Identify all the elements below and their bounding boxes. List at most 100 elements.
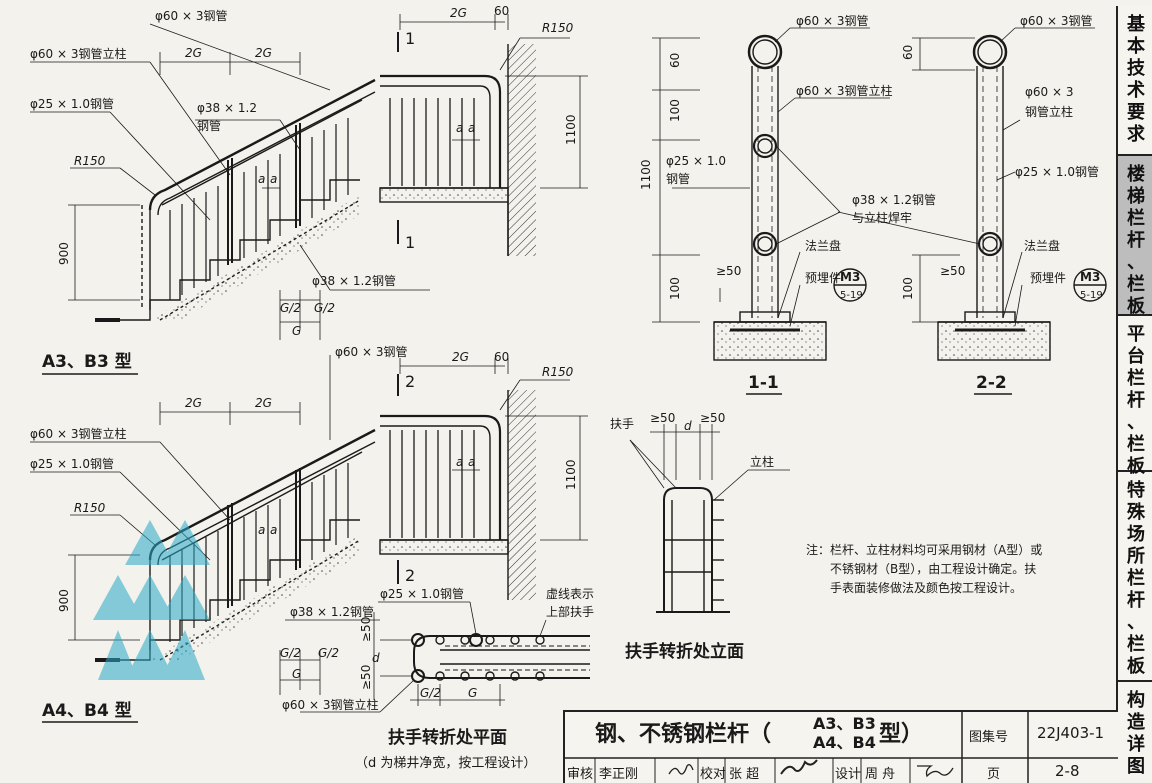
- svg-text:φ25 × 1.0钢管: φ25 × 1.0钢管: [380, 586, 464, 601]
- turn-elevation-text: 扶手 ≥50 d ≥50 立柱 扶手转折处立面: [610, 411, 774, 662]
- landing-detail-1: [379, 14, 588, 256]
- svg-text:≥50: ≥50: [700, 411, 725, 425]
- svg-text:2-2: 2-2: [976, 373, 1007, 393]
- svg-text:1100: 1100: [564, 114, 578, 145]
- svg-text:钢管立柱: 钢管立柱: [1025, 104, 1073, 119]
- sidebar-char: 楼: [1127, 164, 1145, 185]
- svg-text:60: 60: [668, 53, 682, 68]
- drawing-title-suffix: 型）: [879, 722, 924, 747]
- sidebar-char: 栏: [1127, 434, 1145, 455]
- svg-text:与立柱焊牢: 与立柱焊牢: [852, 210, 912, 225]
- svg-text:立柱: 立柱: [750, 454, 774, 469]
- a3b3-elevation: [30, 23, 430, 340]
- section-2-2-text: φ60 × 3钢管 φ60 × 3 钢管立柱 φ25 × 1.0钢管 法兰盘 ≥…: [901, 13, 1103, 393]
- svg-text:≥50: ≥50: [940, 264, 965, 278]
- sidebar-char: 、: [1127, 612, 1145, 633]
- svg-text:φ38 × 1.2: φ38 × 1.2: [197, 101, 257, 115]
- svg-text:法兰盘: 法兰盘: [1024, 238, 1060, 253]
- svg-text:a: a: [456, 455, 463, 469]
- svg-text:注：栏杆、立柱材料均可采用钢材（A型）或: 注：栏杆、立柱材料均可采用钢材（A型）或: [806, 542, 1042, 557]
- handrail-top: [148, 78, 376, 211]
- sidebar-item-basic-requirements[interactable]: 基本技术要求: [1118, 6, 1152, 156]
- svg-text:φ38 × 1.2钢管: φ38 × 1.2钢管: [852, 192, 936, 207]
- a3b3-type-label: A3、B3 型: [42, 351, 132, 372]
- svg-text:60: 60: [901, 45, 915, 60]
- svg-text:≥50: ≥50: [650, 411, 675, 425]
- sidebar-char: 平: [1127, 324, 1145, 345]
- svg-text:a: a: [456, 121, 463, 135]
- sidebar-char: 图: [1127, 756, 1145, 777]
- sidebar-char: 构: [1127, 690, 1145, 711]
- svg-text:1100: 1100: [564, 459, 578, 490]
- svg-text:φ60 × 3钢管: φ60 × 3钢管: [335, 344, 408, 359]
- sidebar-char: 台: [1127, 346, 1145, 367]
- drawing-title: 钢、不锈钢栏杆（: [595, 722, 772, 747]
- stair-steps: [95, 179, 360, 321]
- svg-text:1: 1: [405, 233, 415, 252]
- reviewer-name: 李正刚: [599, 767, 639, 782]
- page-label: 页: [987, 767, 1001, 782]
- sidebar-char: 杆: [1127, 230, 1145, 251]
- svg-text:钢管: 钢管: [197, 118, 221, 133]
- svg-text:φ60 × 3钢管: φ60 × 3钢管: [155, 8, 228, 23]
- svg-text:≥50: ≥50: [359, 617, 373, 642]
- svg-text:2G: 2G: [255, 396, 272, 410]
- sidebar-char: 栏: [1127, 568, 1145, 589]
- svg-text:R150: R150: [542, 21, 574, 35]
- svg-text:φ60 × 3钢管立柱: φ60 × 3钢管立柱: [30, 46, 127, 61]
- sidebar-char: 殊: [1127, 502, 1145, 523]
- a4b4-type-label: A4、B4 型: [42, 700, 132, 721]
- svg-text:2G: 2G: [185, 46, 202, 60]
- designer-name: 周 舟: [865, 767, 896, 782]
- sidebar-char: 板: [1127, 456, 1145, 477]
- sidebar-char: 板: [1127, 296, 1145, 317]
- atlas-number: 22J403-1: [1037, 724, 1105, 742]
- sidebar-char: 栏: [1127, 274, 1145, 295]
- sidebar-item-stair-railings[interactable]: 楼梯栏杆、栏板: [1118, 156, 1152, 317]
- svg-text:（d 为梯井净宽，按工程设计）: （d 为梯井净宽，按工程设计）: [355, 755, 536, 771]
- sidebar-char: 场: [1127, 524, 1145, 545]
- svg-text:2G: 2G: [452, 350, 469, 364]
- sidebar-item-platform-railings[interactable]: 平台栏杆、栏板: [1118, 316, 1152, 477]
- sidebar-char: 要: [1127, 102, 1145, 123]
- svg-text:R150: R150: [74, 501, 106, 515]
- svg-text:a: a: [468, 121, 475, 135]
- sidebar-char: 求: [1127, 124, 1145, 145]
- svg-text:d: d: [684, 419, 692, 433]
- landing-detail-1-text: 1 1 2G 60 R150 1100 a a: [405, 4, 578, 252]
- svg-text:φ60 × 3: φ60 × 3: [1025, 85, 1074, 99]
- sidebar-item-construction-details[interactable]: 构造详图: [1118, 682, 1152, 781]
- svg-text:60: 60: [494, 4, 509, 18]
- svg-text:60: 60: [494, 350, 509, 364]
- checker-name: 张 超: [729, 767, 760, 782]
- turn-plan: [300, 601, 590, 713]
- svg-text:上部扶手: 上部扶手: [546, 604, 594, 619]
- turn-plan-text: φ25 × 1.0钢管 虚线表示 上部扶手 ≥50 d ≥50 G/2 G φ6…: [282, 586, 594, 771]
- svg-text:G: G: [468, 686, 477, 700]
- svg-text:R150: R150: [542, 365, 574, 379]
- svg-text:≥50: ≥50: [716, 264, 741, 278]
- svg-text:100: 100: [901, 277, 915, 300]
- sidebar-char: 栏: [1127, 634, 1145, 655]
- svg-text:预埋件: 预埋件: [805, 271, 841, 285]
- svg-text:G/2: G/2: [420, 686, 441, 700]
- sidebar-char: 技: [1127, 58, 1145, 79]
- section-1-1: [652, 27, 1107, 361]
- svg-text:φ25 × 1.0钢管: φ25 × 1.0钢管: [1015, 164, 1099, 179]
- sidebar-item-special-railings[interactable]: 特殊场所栏杆、栏板: [1118, 472, 1152, 682]
- svg-text:扶手转折处立面: 扶手转折处立面: [625, 641, 744, 662]
- a4b4-elevation: [30, 355, 380, 695]
- svg-text:G/2: G/2: [318, 646, 339, 660]
- sidebar-char: 、: [1127, 412, 1145, 433]
- svg-text:G/2: G/2: [280, 301, 301, 315]
- svg-text:2G: 2G: [450, 6, 467, 20]
- check-label: 校对: [700, 767, 727, 782]
- general-note: 注：栏杆、立柱材料均可采用钢材（A型）或 不锈钢材（B型），由工程设计确定。扶 …: [806, 542, 1042, 595]
- watermark-logo: [93, 520, 210, 680]
- a3b3-text: φ60 × 3钢管 φ60 × 3钢管立柱 φ25 × 1.0钢管 R150 2…: [30, 8, 396, 338]
- sidebar: 基本技术要求 楼梯栏杆、栏板 平台栏杆、栏板 特殊场所栏杆、栏板 构造详图: [1116, 6, 1152, 781]
- sidebar-char: 基: [1127, 14, 1145, 35]
- svg-text:a: a: [270, 523, 277, 537]
- sidebar-char: 本: [1127, 36, 1145, 57]
